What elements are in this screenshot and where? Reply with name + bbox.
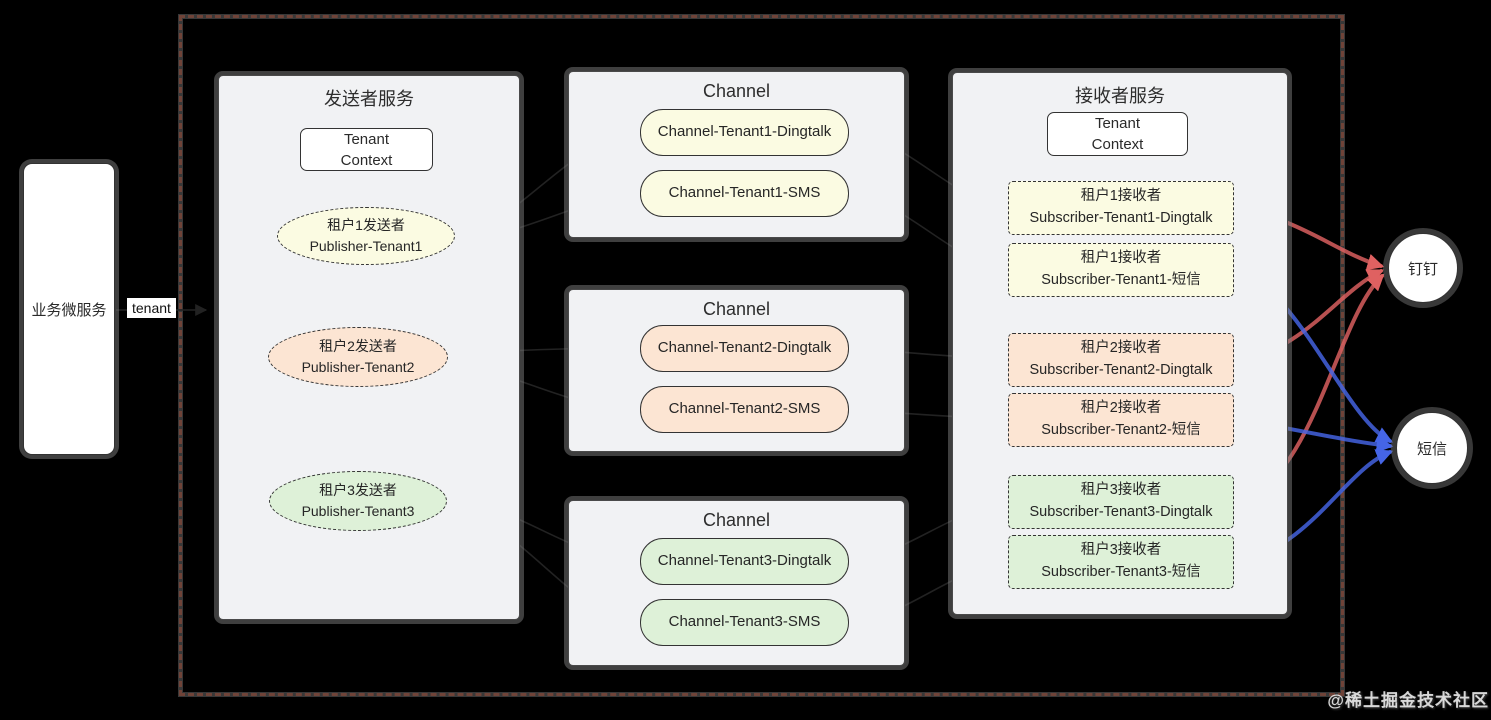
sms-node: 短信: [1396, 412, 1468, 484]
subscriber-tenant3-dingtalk-cn: 租户3接收者: [1080, 482, 1162, 499]
subscriber-tenant2-dingtalk-cn: 租户2接收者: [1080, 340, 1162, 357]
business-microservice-label: 业务微服务: [31, 301, 107, 319]
publisher-tenant1-node: 租户1发送者 Publisher-Tenant1: [277, 207, 455, 265]
channel-tenant3-sms-node: Channel-Tenant3-SMS: [640, 599, 849, 646]
sms-label: 短信: [1416, 440, 1447, 458]
channel-panel-1-title: Channel: [702, 81, 771, 101]
subscriber-tenant1-sms-cn: 租户1接收者: [1080, 250, 1162, 267]
subscriber-tenant3-dingtalk-node: 租户3接收者 Subscriber-Tenant3-Dingtalk: [1008, 475, 1234, 529]
publisher-tenant1-en: Publisher-Tenant1: [309, 238, 423, 254]
tenant-edge-label: tenant: [127, 298, 176, 318]
channel-tenant3-sms-label: Channel-Tenant3-SMS: [668, 613, 821, 631]
channel-tenant2-dingtalk-node: Channel-Tenant2-Dingtalk: [640, 325, 849, 372]
subscriber-tenant1-dingtalk-node: 租户1接收者 Subscriber-Tenant1-Dingtalk: [1008, 181, 1234, 235]
publisher-tenant3-en: Publisher-Tenant3: [301, 503, 415, 519]
publisher-tenant2-cn: 租户2发送者: [319, 338, 397, 354]
watermark: @稀土掘金技术社区: [1327, 691, 1489, 710]
subscriber-tenant3-sms-cn: 租户3接收者: [1080, 542, 1162, 559]
subscriber-tenant2-sms-en: Subscriber-Tenant2-短信: [1041, 422, 1201, 438]
receiver-service-title: 接收者服务: [1075, 86, 1165, 106]
receiver-tenant-context-node: Tenant Context: [1047, 112, 1188, 156]
channel-tenant1-sms-node: Channel-Tenant1-SMS: [640, 170, 849, 217]
sender-service-title: 发送者服务: [324, 89, 414, 109]
subscriber-tenant1-sms-en: Subscriber-Tenant1-短信: [1041, 272, 1201, 288]
channel-tenant1-sms-label: Channel-Tenant1-SMS: [668, 184, 821, 202]
subscriber-tenant1-dingtalk-cn: 租户1接收者: [1080, 188, 1162, 205]
publisher-tenant1-cn: 租户1发送者: [327, 217, 405, 233]
subscriber-tenant1-dingtalk-en: Subscriber-Tenant1-Dingtalk: [1029, 210, 1213, 226]
publisher-tenant2-node: 租户2发送者 Publisher-Tenant2: [268, 327, 448, 387]
publisher-tenant3-node: 租户3发送者 Publisher-Tenant3: [269, 471, 447, 531]
channel-panel-2-title: Channel: [702, 299, 771, 319]
sender-tenant-context-node: Tenant Context: [300, 128, 433, 171]
channel-tenant3-dingtalk-label: Channel-Tenant3-Dingtalk: [657, 552, 832, 570]
subscriber-tenant2-sms-cn: 租户2接收者: [1080, 400, 1162, 417]
channel-tenant2-sms-node: Channel-Tenant2-SMS: [640, 386, 849, 433]
channel-tenant1-dingtalk-label: Channel-Tenant1-Dingtalk: [657, 123, 832, 141]
publisher-tenant3-cn: 租户3发送者: [319, 482, 397, 498]
publisher-tenant2-en: Publisher-Tenant2: [301, 359, 415, 375]
subscriber-tenant1-sms-node: 租户1接收者 Subscriber-Tenant1-短信: [1008, 243, 1234, 297]
channel-tenant1-dingtalk-node: Channel-Tenant1-Dingtalk: [640, 109, 849, 156]
subscriber-tenant3-sms-en: Subscriber-Tenant3-短信: [1041, 564, 1201, 580]
channel-tenant2-dingtalk-label: Channel-Tenant2-Dingtalk: [657, 339, 832, 357]
dingtalk-node: 钉钉: [1388, 233, 1458, 303]
subscriber-tenant2-dingtalk-en: Subscriber-Tenant2-Dingtalk: [1029, 362, 1213, 378]
subscriber-tenant3-dingtalk-en: Subscriber-Tenant3-Dingtalk: [1029, 504, 1213, 520]
dingtalk-label: 钉钉: [1407, 260, 1438, 278]
channel-panel-3-title: Channel: [702, 510, 771, 530]
business-microservice-node: 业务微服务: [23, 163, 115, 455]
channel-tenant3-dingtalk-node: Channel-Tenant3-Dingtalk: [640, 538, 849, 585]
subscriber-tenant2-dingtalk-node: 租户2接收者 Subscriber-Tenant2-Dingtalk: [1008, 333, 1234, 387]
subscriber-tenant2-sms-node: 租户2接收者 Subscriber-Tenant2-短信: [1008, 393, 1234, 447]
channel-tenant2-sms-label: Channel-Tenant2-SMS: [668, 400, 821, 418]
subscriber-tenant3-sms-node: 租户3接收者 Subscriber-Tenant3-短信: [1008, 535, 1234, 589]
